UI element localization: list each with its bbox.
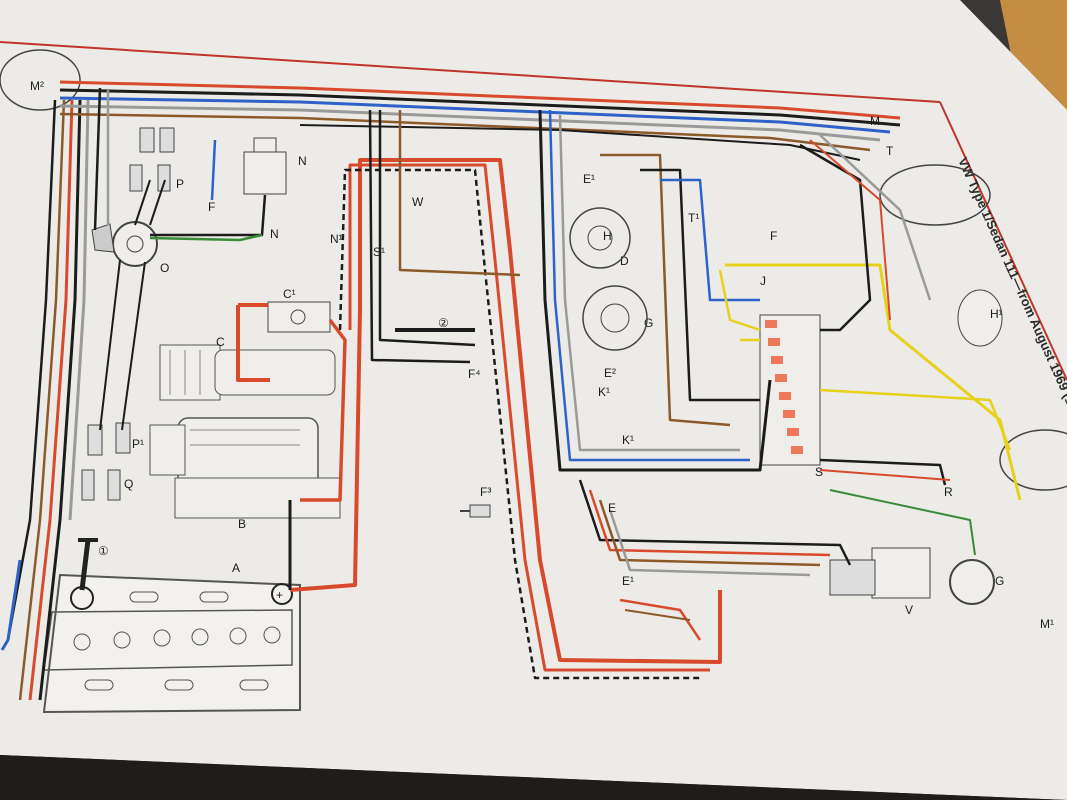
generator: C	[159, 335, 336, 401]
svg-text:O: O	[160, 261, 169, 275]
svg-text:+: +	[276, 588, 283, 602]
svg-text:P¹: P¹	[132, 437, 144, 451]
component-labels: F N N¹ S¹ W E¹ H D T¹ F J E² K¹ K¹ E E¹ …	[30, 79, 1054, 631]
fuel-sender: G	[949, 559, 1004, 605]
svg-text:A: A	[232, 561, 240, 575]
headlight-right-top	[879, 164, 991, 226]
svg-text:F³: F³	[480, 485, 491, 499]
wires	[0, 80, 1022, 701]
brake-light-switch	[460, 504, 491, 518]
svg-text:H¹: H¹	[990, 307, 1003, 321]
wiper-motor: V	[829, 547, 931, 617]
distributor: O	[91, 221, 169, 275]
spark-plugs-bottom: P¹ Q	[81, 422, 144, 501]
svg-text:E: E	[608, 501, 616, 515]
svg-text:J: J	[760, 274, 766, 288]
ground-strap: ①	[78, 538, 109, 591]
svg-text:S: S	[815, 465, 823, 479]
svg-text:T¹: T¹	[688, 211, 699, 225]
svg-text:M¹: M¹	[1040, 617, 1054, 631]
svg-text:E¹: E¹	[622, 574, 634, 588]
svg-text:M: M	[870, 114, 880, 128]
svg-text:H: H	[603, 229, 612, 243]
svg-text:C: C	[216, 335, 225, 349]
svg-text:P: P	[176, 177, 184, 191]
page-border-right	[939, 101, 1067, 381]
ignition-coil: N	[243, 137, 307, 195]
svg-text:K¹: K¹	[598, 385, 610, 399]
svg-text:C¹: C¹	[283, 287, 296, 301]
svg-text:V: V	[905, 603, 913, 617]
svg-text:E¹: E¹	[583, 172, 595, 186]
headlight-left-top	[0, 49, 81, 111]
svg-text:①: ①	[98, 544, 109, 558]
svg-text:M²: M²	[30, 79, 44, 93]
svg-text:F⁴: F⁴	[468, 367, 481, 381]
svg-text:D: D	[620, 254, 629, 268]
regulator: C¹	[267, 287, 331, 333]
svg-text:N: N	[270, 227, 279, 241]
svg-text:Q: Q	[124, 477, 133, 491]
headlight-right-bottom	[999, 429, 1067, 491]
svg-text:F: F	[770, 229, 777, 243]
svg-text:K¹: K¹	[622, 433, 634, 447]
ignition-switch	[582, 285, 648, 351]
svg-text:T: T	[886, 144, 894, 158]
svg-text:W: W	[412, 195, 424, 209]
svg-text:G: G	[644, 316, 653, 330]
horn: H¹	[957, 289, 1003, 347]
spark-plugs-top: P	[129, 127, 184, 192]
svg-text:S¹: S¹	[373, 245, 385, 259]
svg-text:②: ②	[438, 316, 449, 330]
page-border-top	[0, 41, 941, 103]
svg-text:N: N	[298, 154, 307, 168]
svg-text:B: B	[238, 517, 246, 531]
starter: B	[149, 417, 341, 531]
svg-text:E²: E²	[604, 366, 616, 380]
svg-text:G: G	[995, 574, 1004, 588]
paper-shadow	[0, 755, 1067, 800]
svg-text:F: F	[208, 200, 215, 214]
headlight-switch	[569, 207, 631, 269]
svg-text:N¹: N¹	[330, 232, 343, 246]
svg-text:R: R	[944, 485, 953, 499]
